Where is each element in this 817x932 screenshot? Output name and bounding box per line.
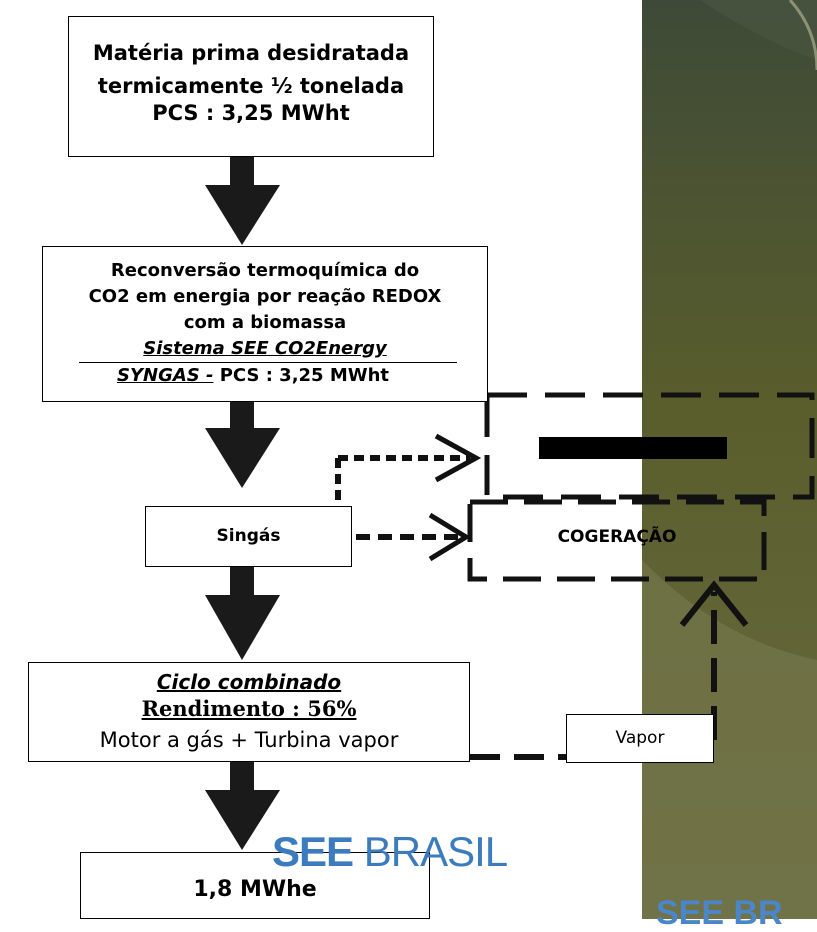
combined-cycle-detail: Motor a gás + Turbina vapor <box>99 728 399 752</box>
reconversion-system-name: Sistema SEE CO2Energy <box>143 338 387 359</box>
reconversion-syngas-pcs: PCS : 3,25 MWht <box>213 365 390 386</box>
arrow-shaft-2 <box>230 400 254 428</box>
vapor-box: Vapor <box>566 714 714 763</box>
cogeneration-box: COGERAÇÃO <box>470 502 764 579</box>
input-material-box: Matéria prima desidratada termicamente ½… <box>68 16 434 157</box>
combined-cycle-box: Ciclo combinado Rendimento : 56% Motor a… <box>28 662 470 762</box>
chevron-upper-icon <box>434 433 482 483</box>
arrow-head-4 <box>205 790 280 850</box>
input-material-line-2: termicamente ½ tonelada <box>97 74 405 98</box>
reconversion-box: Reconversão termoquímica do CO2 em energ… <box>42 246 488 402</box>
combined-cycle-title: Ciclo combinado <box>156 670 342 694</box>
reconversion-line-2: CO2 em energia por reação REDOX <box>88 286 442 307</box>
combined-cycle-efficiency: Rendimento : 56% <box>141 696 357 721</box>
arrow-shaft-4 <box>230 762 254 790</box>
arrow-head-3 <box>205 595 280 660</box>
logo-see: SEE <box>272 828 354 875</box>
arrow-head-1 <box>205 185 280 245</box>
output-box: 1,8 MWhe <box>80 852 430 919</box>
see-brasil-logo: SEE BRASIL <box>272 828 508 875</box>
logo-brasil: BRASIL <box>363 828 508 875</box>
input-material-line-1: Matéria prima desidratada <box>92 41 410 65</box>
syngas-label: Singás <box>216 526 281 546</box>
output-label: 1,8 MWhe <box>193 877 317 902</box>
vapor-label: Vapor <box>615 728 665 748</box>
chevron-lower-icon <box>428 512 471 562</box>
reconversion-line-3: com a biomassa <box>183 312 347 333</box>
arrow-shaft-1 <box>230 155 254 185</box>
input-material-pcs: PCS : 3,25 MWht <box>152 101 350 125</box>
arrow-shaft-3 <box>230 567 254 595</box>
corner-logo-text: SEE BR <box>656 894 783 932</box>
reconversion-syngas-label: SYNGAS - <box>117 365 214 386</box>
chevron-up-icon <box>679 580 749 627</box>
syngas-box: Singás <box>145 506 352 567</box>
cogeneration-label: COGERAÇÃO <box>557 527 677 547</box>
dashed-box-upper <box>484 392 815 500</box>
reconversion-line-1: Reconversão termoquímica do <box>110 260 420 281</box>
redacted-bar <box>539 437 727 459</box>
arrow-head-2 <box>205 428 280 488</box>
corner-logo: SEE BR <box>656 896 783 930</box>
dashed-box-cogeneration <box>467 499 767 582</box>
